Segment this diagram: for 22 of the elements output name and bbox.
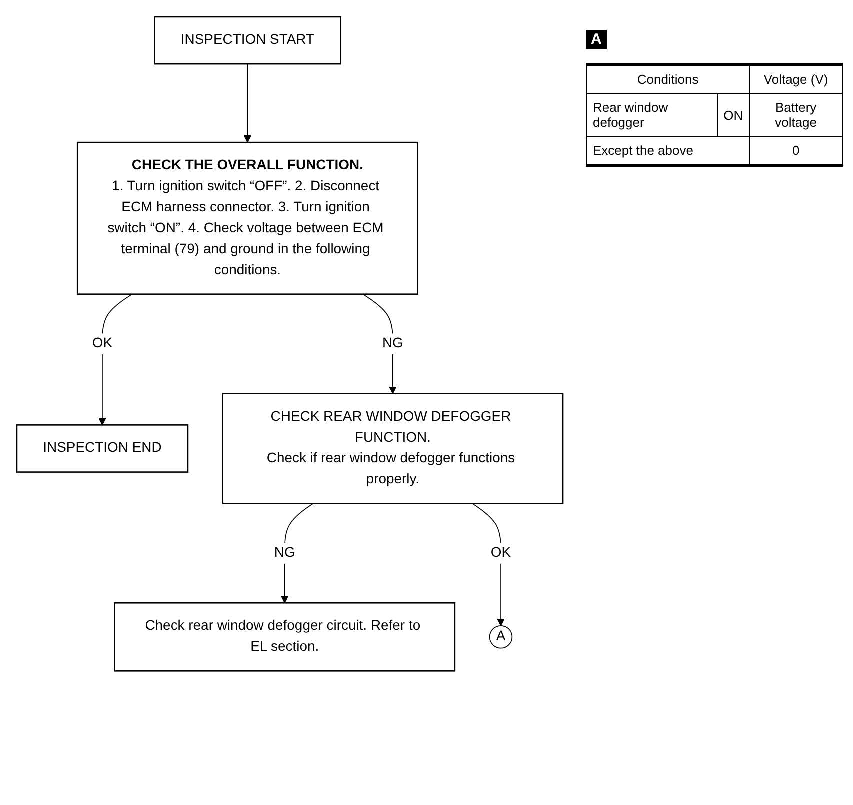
arrow: [281, 503, 314, 604]
node-box: INSPECTION START: [154, 16, 342, 65]
table-value: Rear window defogger: [586, 94, 718, 136]
arrow: [472, 503, 505, 626]
edge-label: OK: [490, 546, 512, 560]
table-header: Voltage (V): [750, 64, 842, 94]
arrow: [98, 294, 133, 426]
edge-label: NG: [274, 546, 296, 560]
step-marker: A: [586, 30, 607, 49]
node-box: Check rear window defogger circuit. Refer to EL section.: [114, 602, 456, 672]
node-box: CHECK REAR WINDOW DEFOGGER FUNCTION. Check if rear window defogger functions properly.: [222, 393, 564, 504]
table-value: Except the above: [586, 136, 750, 166]
table-value: Battery voltage: [750, 94, 842, 136]
table-value: ON: [717, 94, 750, 136]
node-circle: A: [489, 626, 513, 649]
table-header: Conditions: [586, 64, 750, 94]
edge-label: OK: [92, 336, 113, 352]
node-box: INSPECTION END: [16, 424, 189, 473]
edge-label: NG: [382, 336, 404, 352]
arrow: [362, 294, 397, 394]
node-box: CHECK THE OVERALL FUNCTION. 1. Turn ignition switch “OFF”. 2. Disconnect ECM harness connector. 3. Turn ignition switch “ON”. 4. Check voltage between ECM terminal (79) and ground in the following conditions.: [76, 142, 418, 295]
arrow: [244, 64, 252, 143]
